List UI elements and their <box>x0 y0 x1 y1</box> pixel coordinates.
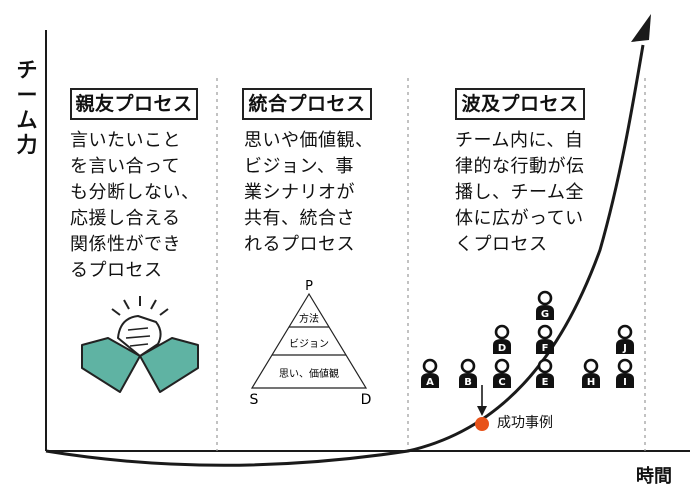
person-letter: D <box>498 343 506 354</box>
pyramid-diagram: P S D 方法 ビジョン 思い、価値観 <box>250 279 372 408</box>
phase-2-line: 思いや価値観、 <box>244 130 374 151</box>
growth-curve <box>45 44 645 467</box>
pyramid-level-middle: ビジョン <box>289 338 329 350</box>
person-letter: F <box>542 343 549 354</box>
person-icon: G <box>536 290 554 320</box>
person-letter: H <box>587 377 595 388</box>
y-axis-label: チーム力 <box>16 58 38 157</box>
phase-1-line: を言い合って <box>70 156 181 177</box>
person-icon: E <box>536 358 554 388</box>
person-letter: E <box>542 377 549 388</box>
phase-2-line: ビジョン、事 <box>244 156 354 177</box>
person-letter: B <box>464 377 472 388</box>
phase-3-line: 体に広がってい <box>455 208 584 229</box>
person-icon: A <box>421 358 439 388</box>
person-icon: H <box>582 358 600 388</box>
x-axis-label: 時間 <box>636 466 672 487</box>
phase-2-line: 共有、統合さ <box>244 208 355 229</box>
person-icon: B <box>459 358 477 388</box>
person-icon: F <box>536 324 554 354</box>
person-icon: C <box>493 358 511 388</box>
pyramid-apex-label: P <box>305 279 313 294</box>
phase-1-title: 親友プロセス <box>70 88 198 120</box>
phase-1-line: 関係性ができ <box>70 234 181 255</box>
person-letter: G <box>541 309 549 320</box>
success-label: 成功事例 <box>497 415 553 431</box>
people-group: A B C D E F G H I J <box>421 290 634 388</box>
handshake-icon <box>81 296 199 393</box>
phase-1-line: るプロセス <box>70 260 163 281</box>
person-icon: J <box>616 324 634 354</box>
phase-1-line: 応援し合える <box>70 208 181 229</box>
phase-2-line: 業シナリオが <box>244 182 355 203</box>
pyramid-level-bottom: 思い、価値観 <box>279 367 339 380</box>
phase-3-description: チーム内に、自 律的な行動が伝 播し、チーム全 体に広がってい くプロセス <box>455 128 585 258</box>
pyramid-right-label: D <box>361 392 372 408</box>
curve-arrowhead <box>631 14 651 42</box>
pyramid-left-label: S <box>250 392 259 408</box>
phase-3-line: チーム内に、自 <box>455 130 584 151</box>
person-icon: I <box>616 358 634 388</box>
phase-3-title: 波及プロセス <box>455 88 585 120</box>
person-letter: J <box>622 343 627 354</box>
phase-3-line: くプロセス <box>455 234 548 255</box>
phase-1-line: 言いたいこと <box>70 130 181 151</box>
success-marker <box>475 417 489 431</box>
pyramid-level-top: 方法 <box>299 312 319 325</box>
phase-2-title: 統合プロセス <box>242 88 372 120</box>
person-letter: A <box>426 377 434 388</box>
phase-3-line: 律的な行動が伝 <box>455 156 585 177</box>
phase-2-description: 思いや価値観、 ビジョン、事 業シナリオが 共有、統合さ れるプロセス <box>244 128 374 258</box>
person-icon: D <box>493 324 511 354</box>
arrow-down-icon <box>477 406 487 416</box>
person-letter: I <box>623 377 627 388</box>
person-letter: C <box>498 377 505 388</box>
phase-2-line: れるプロセス <box>244 234 355 255</box>
phase-1-description: 言いたいこと を言い合って も分断しない、 応援し合える 関係性ができ るプロセ… <box>70 128 200 284</box>
phase-3-line: 播し、チーム全 <box>455 182 584 203</box>
phase-1-line: も分断しない、 <box>70 182 200 203</box>
